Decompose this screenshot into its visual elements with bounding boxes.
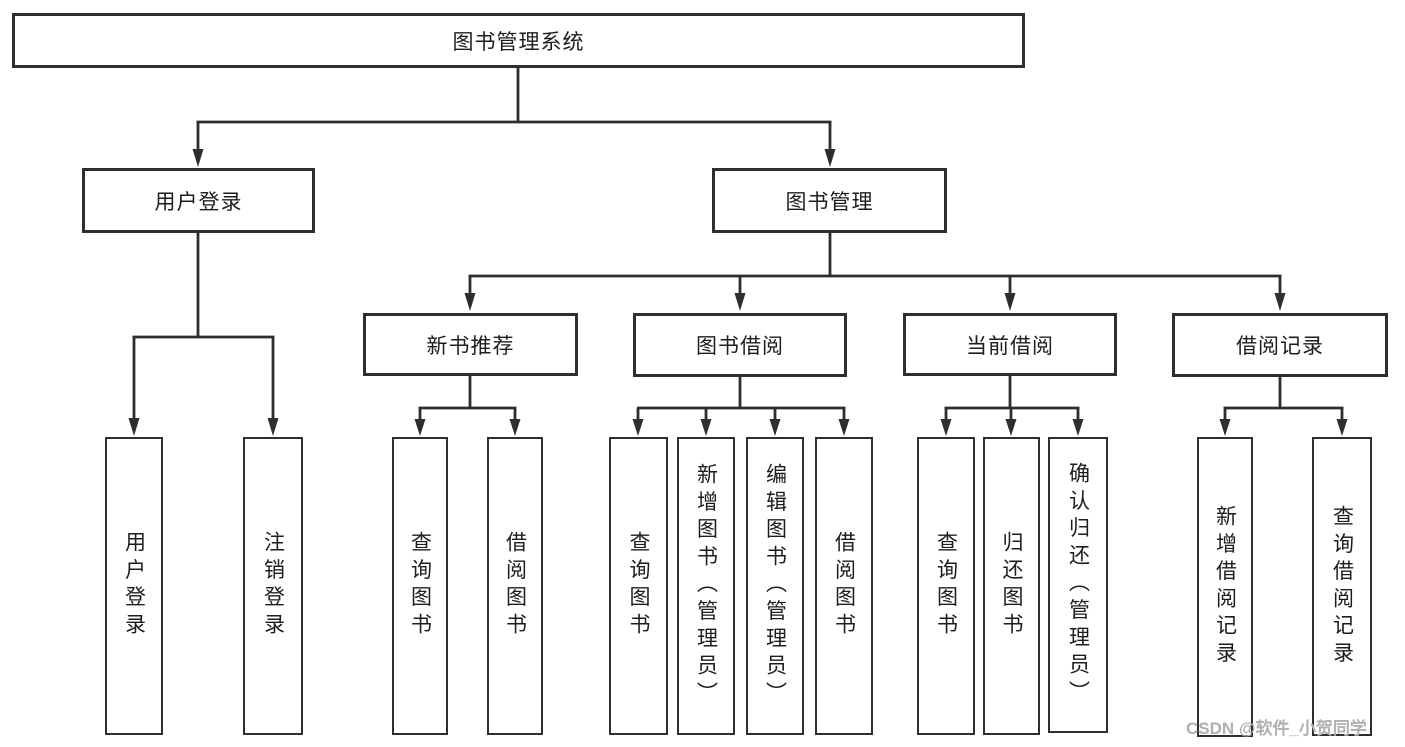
leaf-add-borrow-record-label: 新增借阅记录 (1213, 505, 1237, 669)
leaf-return-books: 归还图书 (983, 437, 1040, 735)
leaf-query-books-borrow: 查询图书 (609, 437, 668, 735)
connector-user-login-to-leaves (128, 233, 279, 436)
leaf-user-login: 用户登录 (105, 437, 163, 735)
node-book-borrow-label: 图书借阅 (696, 335, 784, 358)
connector-root-to-level2 (192, 68, 836, 167)
leaf-edit-books-admin-label: 编辑图书（管理员） (763, 463, 787, 709)
leaf-query-books-current: 查询图书 (917, 437, 975, 735)
leaf-borrow-books: 借阅图书 (815, 437, 873, 735)
leaf-add-borrow-record: 新增借阅记录 (1197, 437, 1253, 737)
connector-borrow-record-to-leaves (1219, 377, 1348, 436)
node-user-login: 用户登录 (82, 168, 315, 233)
node-book-borrow: 图书借阅 (633, 313, 847, 377)
node-book-management-label: 图书管理 (785, 190, 874, 214)
node-borrow-record: 借阅记录 (1172, 313, 1388, 377)
leaf-borrow-books-recommend: 借阅图书 (487, 437, 543, 735)
leaf-borrow-books-recommend-label: 借阅图书 (503, 531, 527, 641)
leaf-borrow-books-label: 借阅图书 (832, 531, 856, 641)
connector-book-mgmt-to-level3 (464, 233, 1286, 311)
leaf-return-books-label: 归还图书 (1000, 531, 1023, 641)
connector-book-borrow-to-leaves (632, 376, 850, 436)
node-book-management: 图书管理 (712, 168, 947, 233)
node-root-system-label: 图书管理系统 (452, 30, 585, 54)
leaf-query-books-recommend-label: 查询图书 (408, 531, 432, 641)
node-current-borrow: 当前借阅 (903, 313, 1117, 376)
node-current-borrow-label: 当前借阅 (966, 334, 1054, 358)
csdn-watermark: CSDN @软件_小贺同学 (1186, 719, 1367, 738)
connector-new-book-to-leaves (414, 374, 521, 436)
leaf-add-books-admin: 新增图书（管理员） (677, 437, 735, 735)
node-new-book-recommend: 新书推荐 (363, 313, 578, 376)
node-user-login-label: 用户登录 (154, 190, 243, 214)
leaf-logout-label: 注销登录 (261, 531, 285, 641)
leaf-query-books-borrow-label: 查询图书 (627, 531, 650, 641)
leaf-logout: 注销登录 (243, 437, 303, 735)
leaf-query-books-recommend: 查询图书 (392, 437, 448, 735)
node-borrow-record-label: 借阅记录 (1236, 335, 1324, 358)
connector-current-borrow-to-leaves (940, 375, 1084, 436)
leaf-query-books-current-label: 查询图书 (934, 531, 958, 641)
leaf-confirm-return-admin-label: 确认归还（管理员） (1066, 462, 1090, 708)
leaf-query-borrow-record-label: 查询借阅记录 (1330, 504, 1354, 669)
leaf-edit-books-admin: 编辑图书（管理员） (746, 437, 804, 735)
node-root-system: 图书管理系统 (12, 13, 1025, 68)
leaf-user-login-label: 用户登录 (122, 531, 146, 641)
leaf-confirm-return-admin: 确认归还（管理员） (1048, 437, 1108, 733)
leaf-query-borrow-record: 查询借阅记录 (1312, 437, 1372, 736)
node-new-book-recommend-label: 新书推荐 (426, 334, 515, 358)
leaf-add-books-admin-label: 新增图书（管理员） (694, 463, 718, 709)
